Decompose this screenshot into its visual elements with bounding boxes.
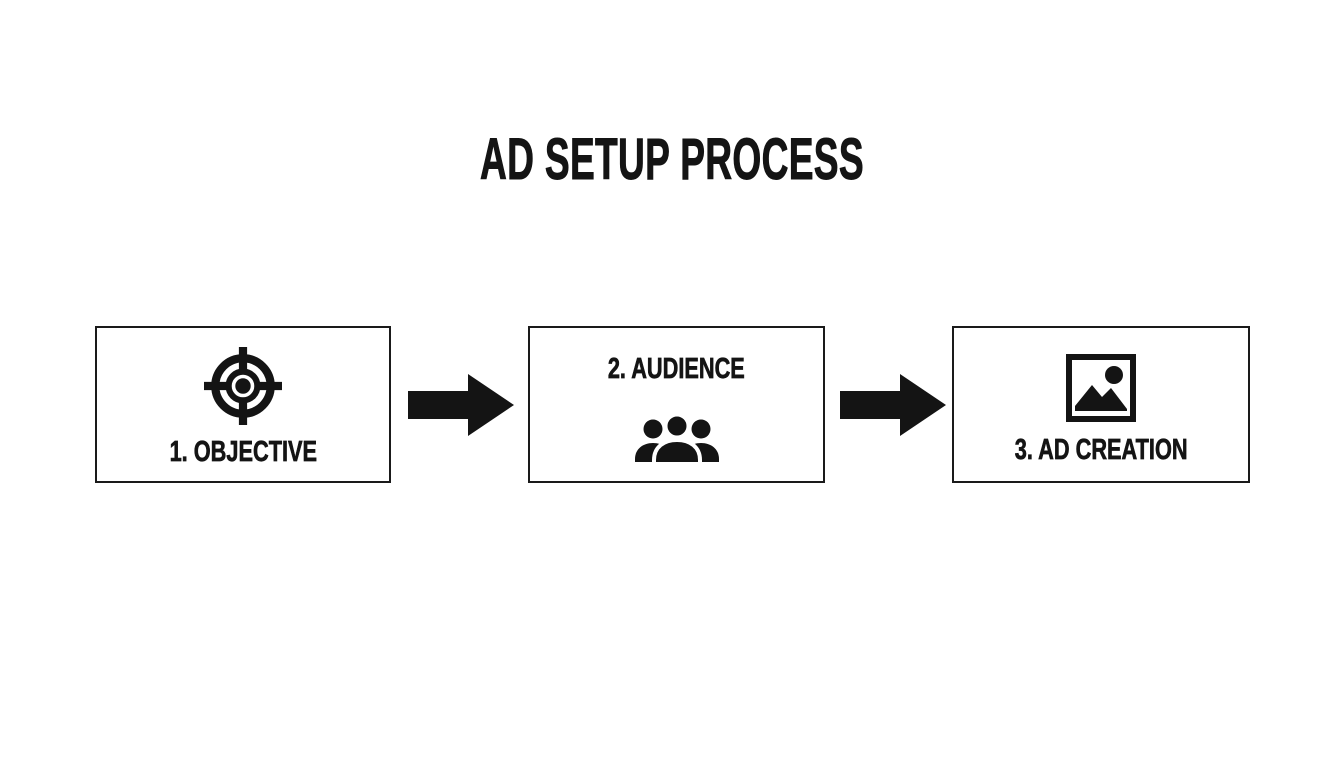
step-objective-label: 1. OBJECTIVE	[169, 436, 317, 468]
page-title-text: AD SETUP PROCESS	[480, 127, 864, 192]
step-ad-creation-label: 3. AD CREATION	[1014, 434, 1188, 466]
step-audience-label: 2. AUDIENCE	[608, 353, 745, 385]
right-arrow-icon	[408, 374, 514, 436]
image-icon	[1066, 354, 1136, 422]
target-icon	[204, 347, 282, 425]
right-arrow-icon	[840, 374, 946, 436]
people-icon	[633, 412, 721, 466]
step-audience-box: 2. AUDIENCE	[528, 326, 825, 483]
page-title: AD SETUP PROCESS	[0, 127, 1344, 192]
step-objective-box: 1. OBJECTIVE	[95, 326, 391, 483]
step-ad-creation-box: 3. AD CREATION	[952, 326, 1250, 483]
